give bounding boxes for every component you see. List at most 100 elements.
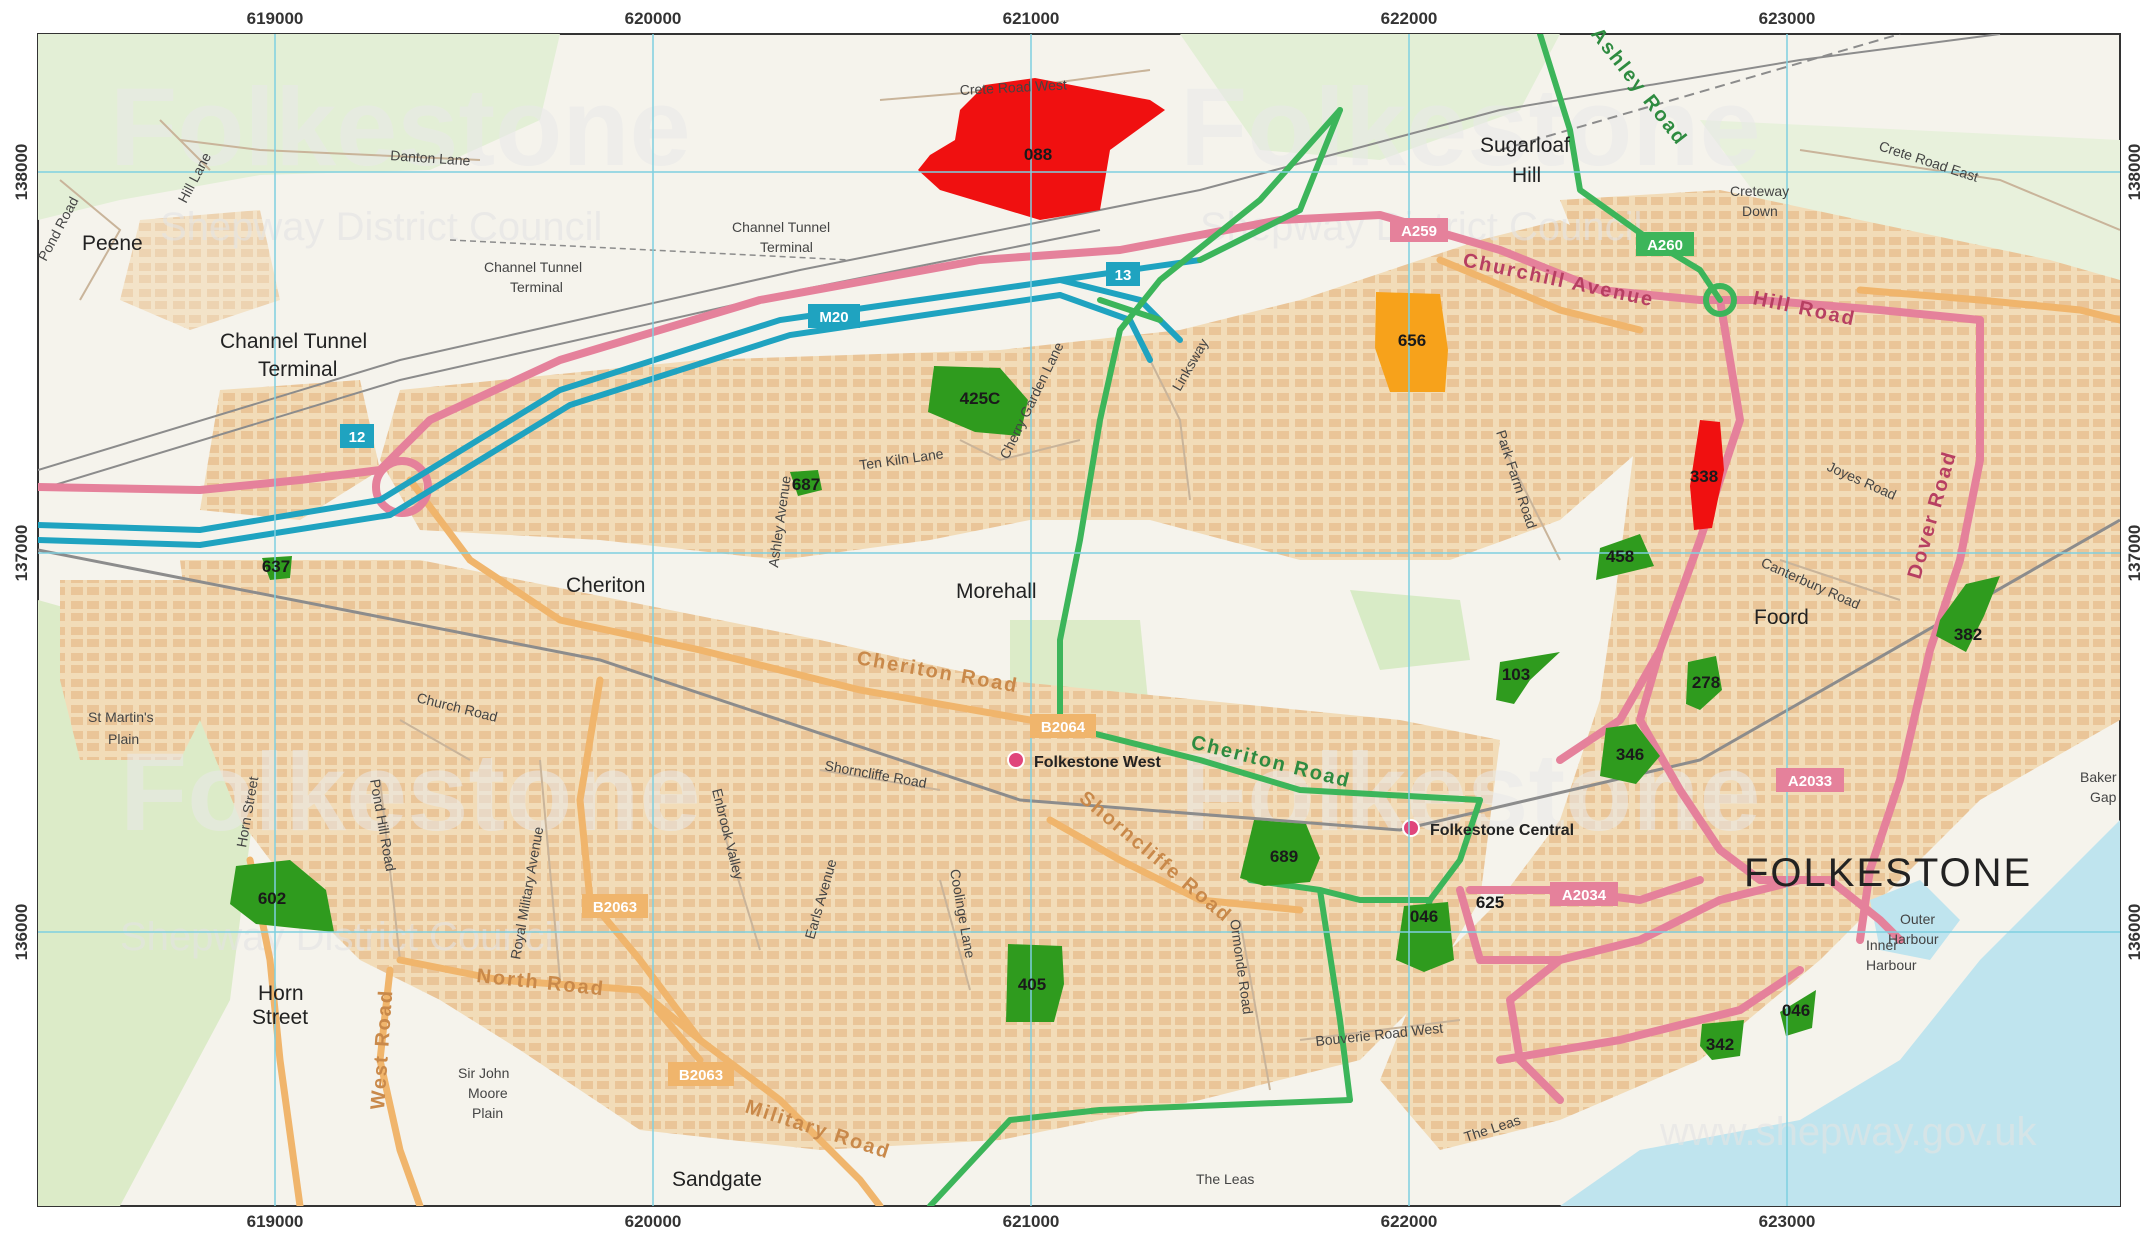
site-405[interactable] (1006, 944, 1064, 1022)
svg-text:425C: 425C (960, 389, 1001, 408)
svg-text:Down: Down (1742, 203, 1778, 219)
svg-text:Foord: Foord (1754, 606, 1809, 629)
svg-text:A2034: A2034 (1562, 887, 1607, 904)
grid-labels-top: 619000 620000 621000 622000 623000 (247, 9, 1816, 28)
svg-text:B2063: B2063 (679, 1067, 723, 1084)
svg-text:Baker: Baker (2080, 769, 2117, 785)
svg-text:www.shepway.gov.uk: www.shepway.gov.uk (1659, 1110, 2037, 1154)
svg-text:137000: 137000 (2125, 525, 2144, 582)
svg-text:621000: 621000 (1003, 9, 1060, 28)
svg-text:B2064: B2064 (1041, 719, 1086, 736)
site-382[interactable] (1936, 576, 2000, 652)
site-689[interactable] (1240, 820, 1320, 886)
green-routes (927, 34, 1723, 1206)
svg-text:622000: 622000 (1381, 9, 1438, 28)
site-088[interactable] (918, 78, 1165, 220)
svg-text:Terminal: Terminal (510, 279, 563, 295)
svg-text:137000: 137000 (12, 525, 31, 582)
svg-text:Street: Street (252, 1006, 308, 1029)
svg-text:13: 13 (1115, 267, 1132, 284)
svg-text:A2033: A2033 (1788, 773, 1832, 790)
b-roads (246, 256, 2120, 1206)
shield-j12: 12 (340, 424, 374, 448)
site-342[interactable] (1700, 1020, 1744, 1060)
svg-text:405: 405 (1018, 975, 1046, 994)
site-338[interactable] (1690, 420, 1724, 530)
svg-text:Crete Road West: Crete Road West (959, 76, 1067, 98)
svg-text:Channel Tunnel: Channel Tunnel (220, 330, 367, 353)
site-046a[interactable] (1396, 902, 1454, 972)
svg-text:687: 687 (792, 475, 820, 494)
svg-text:619000: 619000 (247, 9, 304, 28)
svg-text:278: 278 (1692, 673, 1720, 692)
svg-text:Inner: Inner (1866, 937, 1898, 953)
station-label: Folkestone West (1034, 754, 1162, 771)
site-637[interactable] (262, 556, 292, 580)
site-656[interactable] (1375, 292, 1448, 392)
site-278[interactable] (1686, 656, 1722, 710)
svg-text:625: 625 (1476, 893, 1504, 912)
station-folkestone-west[interactable]: Folkestone West (1007, 751, 1162, 771)
svg-text:088: 088 (1024, 145, 1052, 164)
harbour-water (1870, 880, 1960, 960)
svg-text:Moore: Moore (468, 1085, 508, 1101)
shield-b2064: B2064 (1030, 714, 1096, 738)
svg-text:The Leas: The Leas (1196, 1171, 1254, 1187)
site-687[interactable] (790, 470, 822, 496)
shield-b2063-b: B2063 (668, 1062, 734, 1086)
svg-text:Sandgate: Sandgate (672, 1168, 762, 1191)
svg-text:Plain: Plain (472, 1105, 503, 1121)
shield-b2063-a: B2063 (582, 894, 648, 918)
svg-text:12: 12 (349, 429, 366, 446)
svg-text:623000: 623000 (1759, 1212, 1816, 1231)
grid-labels-right: 138000 137000 136000 (2125, 144, 2144, 961)
site-046b[interactable] (1780, 990, 1816, 1036)
svg-text:FOLKESTONE: FOLKESTONE (1744, 851, 2032, 895)
svg-text:620000: 620000 (625, 9, 682, 28)
grid-lines (38, 34, 2120, 1206)
svg-text:346: 346 (1616, 745, 1644, 764)
svg-text:Harbour: Harbour (1866, 957, 1917, 973)
site-polygons (230, 78, 2000, 1060)
station-folkestone-central[interactable]: Folkestone Central (1402, 819, 1574, 839)
svg-text:A259: A259 (1401, 223, 1437, 240)
svg-text:620000: 620000 (625, 1212, 682, 1231)
svg-text:338: 338 (1690, 467, 1718, 486)
svg-text:Horn: Horn (258, 982, 304, 1005)
svg-text:Cheriton: Cheriton (566, 574, 645, 597)
svg-text:Channel Tunnel: Channel Tunnel (484, 259, 582, 275)
road-shields: M20 12 13 A259 A260 A2033 A2034 B2064 B2… (340, 218, 1844, 1086)
grid-labels-left: 138000 137000 136000 (12, 144, 31, 961)
svg-text:Hill: Hill (1512, 164, 1541, 187)
shield-j13: 13 (1106, 262, 1140, 286)
svg-text:Terminal: Terminal (258, 358, 337, 381)
site-602[interactable] (230, 860, 334, 932)
svg-text:M20: M20 (819, 309, 848, 326)
svg-text:656: 656 (1398, 331, 1426, 350)
railways (38, 34, 2120, 832)
svg-text:Outer: Outer (1900, 911, 1935, 927)
shield-a2033: A2033 (1776, 768, 1844, 792)
site-103[interactable] (1496, 652, 1560, 704)
site-labels: 088 656 425C 687 637 338 458 103 278 382… (258, 145, 1982, 1054)
site-458[interactable] (1596, 534, 1654, 580)
svg-text:138000: 138000 (2125, 144, 2144, 201)
grid-labels-bottom: 619000 620000 621000 622000 623000 (247, 1212, 1816, 1231)
svg-text:136000: 136000 (2125, 904, 2144, 961)
svg-text:342: 342 (1706, 1035, 1734, 1054)
svg-text:Morehall: Morehall (956, 580, 1037, 603)
site-425c[interactable] (928, 366, 1028, 436)
svg-text:619000: 619000 (247, 1212, 304, 1231)
shield-a260: A260 (1636, 232, 1694, 256)
svg-text:Channel Tunnel: Channel Tunnel (732, 219, 830, 235)
roundabout-junction-12 (372, 457, 432, 517)
svg-text:046: 046 (1782, 1001, 1810, 1020)
svg-text:382: 382 (1954, 625, 1982, 644)
svg-text:623000: 623000 (1759, 9, 1816, 28)
svg-text:B2063: B2063 (593, 899, 637, 916)
site-346[interactable] (1600, 724, 1660, 784)
svg-text:Terminal: Terminal (760, 239, 813, 255)
svg-text:046: 046 (1410, 907, 1438, 926)
